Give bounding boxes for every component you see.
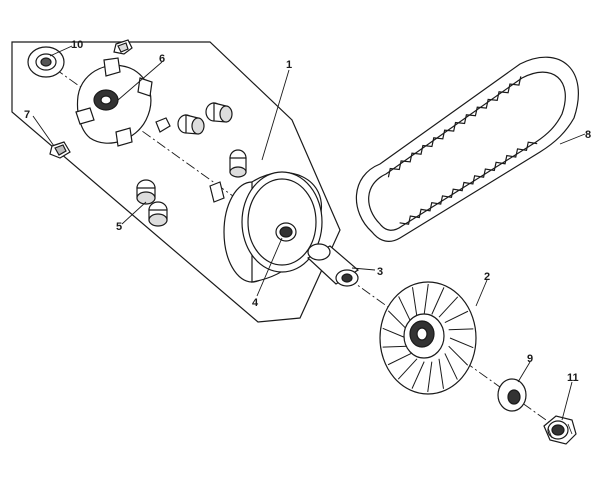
fan-blade	[397, 358, 418, 380]
callout-2: 2	[484, 271, 490, 283]
ramp-plate-part	[75, 57, 153, 147]
roller-weight-5	[136, 179, 156, 205]
callout-8: 8	[585, 129, 591, 141]
washer-part	[497, 378, 527, 412]
fan-blade	[423, 283, 429, 315]
fan-blade	[412, 287, 418, 318]
fan-blade	[438, 358, 444, 389]
roller-weight-6	[148, 201, 168, 227]
callout-7: 7	[24, 109, 30, 121]
leader-line-3	[351, 267, 376, 271]
oil-seal-part	[27, 46, 65, 78]
roller-weight-4	[209, 181, 225, 203]
leader-line-9	[517, 361, 531, 383]
roller-weight-3	[229, 149, 247, 178]
fan-blade	[431, 287, 445, 315]
fan-blade	[449, 337, 474, 349]
leader-line-10	[49, 45, 73, 57]
callout-11: 11	[567, 372, 579, 384]
leader-line-11	[561, 381, 573, 421]
fan-blade	[444, 353, 458, 380]
fan-blade	[411, 361, 425, 389]
fan-blade	[444, 310, 469, 324]
leader-line-6	[117, 61, 163, 101]
drive-face-pulley-part	[223, 171, 323, 283]
fan-blade	[382, 345, 408, 348]
leader-lines	[32, 45, 586, 421]
collar-part	[306, 243, 360, 287]
callout-1: 1	[286, 59, 292, 71]
small-clip	[155, 117, 171, 133]
slider-piece-top	[113, 39, 133, 55]
fan-blades	[382, 283, 474, 393]
slider-piece-part	[49, 141, 71, 159]
belt-teeth	[387, 76, 538, 225]
callout-10: 10	[71, 39, 83, 51]
callout-4: 4	[252, 297, 259, 309]
roller-weight-2	[205, 102, 233, 123]
leader-line-1	[261, 69, 290, 161]
nut-part	[543, 415, 577, 445]
leader-line-4	[256, 237, 283, 297]
leader-line-8	[559, 133, 586, 145]
callout-3: 3	[377, 266, 383, 278]
fan-blade	[448, 328, 474, 331]
fan-blade	[387, 310, 408, 331]
callout-labels: 1 2 3 4 5 6 7 8 9 10 11	[24, 39, 591, 384]
fan-blade	[382, 327, 407, 339]
fan-blade	[427, 361, 433, 393]
fan-blade	[448, 345, 469, 366]
leader-line-5	[121, 201, 147, 225]
fan-drive-face-part	[379, 281, 477, 395]
callout-6: 6	[159, 53, 165, 65]
fan-blade	[387, 352, 412, 366]
drive-belt-part	[355, 56, 579, 242]
leader-line-2	[475, 279, 488, 307]
fan-blade	[438, 296, 459, 318]
callout-9: 9	[527, 353, 533, 365]
fan-blade	[398, 296, 412, 323]
leader-line-7	[32, 115, 55, 147]
roller-weight-1	[177, 114, 205, 135]
callout-5: 5	[116, 221, 122, 233]
